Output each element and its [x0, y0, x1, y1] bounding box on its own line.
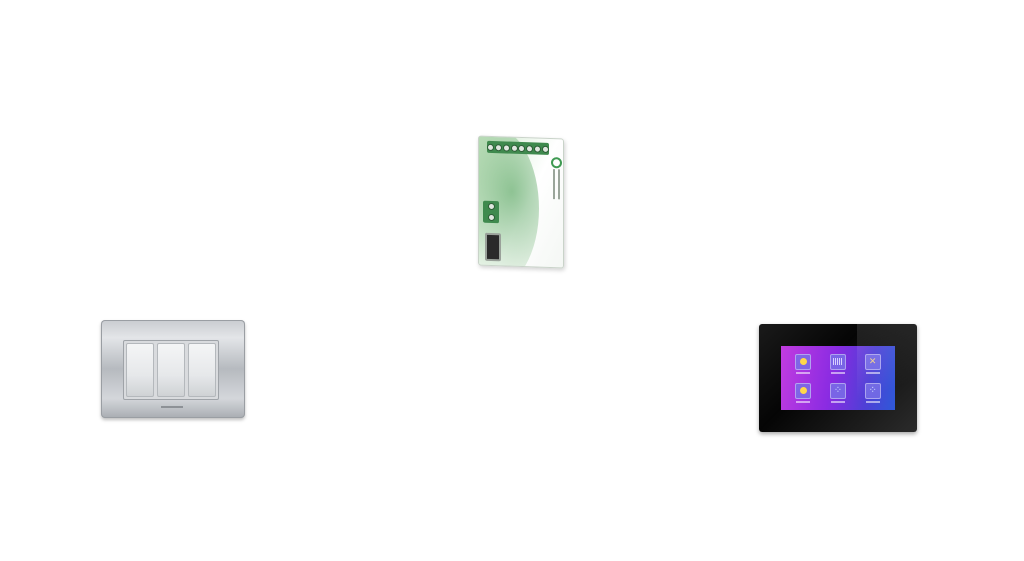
curtain-icon: [829, 353, 846, 370]
bulb-icon: [795, 353, 812, 370]
tile-label-line: [796, 400, 811, 403]
terminal-screw: [495, 143, 503, 151]
panel-tile: [822, 350, 855, 377]
terminal-screw: [518, 144, 526, 152]
terminal-screw: [533, 144, 541, 153]
panel-screen: [781, 346, 895, 410]
touchscreen-control-panel: [759, 324, 917, 432]
terminal-screw: [510, 144, 518, 152]
rocker-switch-3: [188, 343, 216, 397]
rocker-switch-1: [126, 343, 154, 397]
module-side-terminal: [483, 200, 499, 224]
module-top-terminal-strip: [487, 140, 549, 155]
tile-label-line: [830, 400, 845, 403]
tile-label-line: [830, 371, 845, 374]
module-logo-lettering: [550, 169, 560, 200]
dots-icon: [864, 382, 881, 399]
tile-label-line: [865, 371, 880, 374]
panel-tile: [856, 350, 889, 377]
terminal-screw: [502, 143, 510, 152]
terminal-screw: [487, 143, 495, 151]
three-gang-switch-plate: [101, 320, 245, 418]
dots-icon: [829, 382, 846, 399]
terminal-screw: [541, 145, 549, 153]
panel-tile: [787, 379, 820, 406]
tile-label-line: [796, 371, 811, 374]
panel-tile: [822, 379, 855, 406]
panel-tile: [856, 379, 889, 406]
tile-label-line: [865, 400, 880, 403]
switch-frame: [123, 340, 219, 400]
bulb-icon: [795, 382, 812, 399]
plate-brand-mark: [161, 406, 183, 408]
terminal-screw: [526, 144, 534, 152]
smart-switch-module: [478, 135, 564, 269]
terminal-screw: [487, 213, 495, 222]
panel-tile: [787, 350, 820, 377]
module-logo-icon: [551, 157, 562, 169]
module-housing: [478, 135, 564, 269]
module-connector-port: [485, 232, 501, 262]
terminal-screw: [487, 202, 495, 211]
rocker-switch-2: [157, 343, 185, 397]
fan-icon: [864, 353, 881, 370]
